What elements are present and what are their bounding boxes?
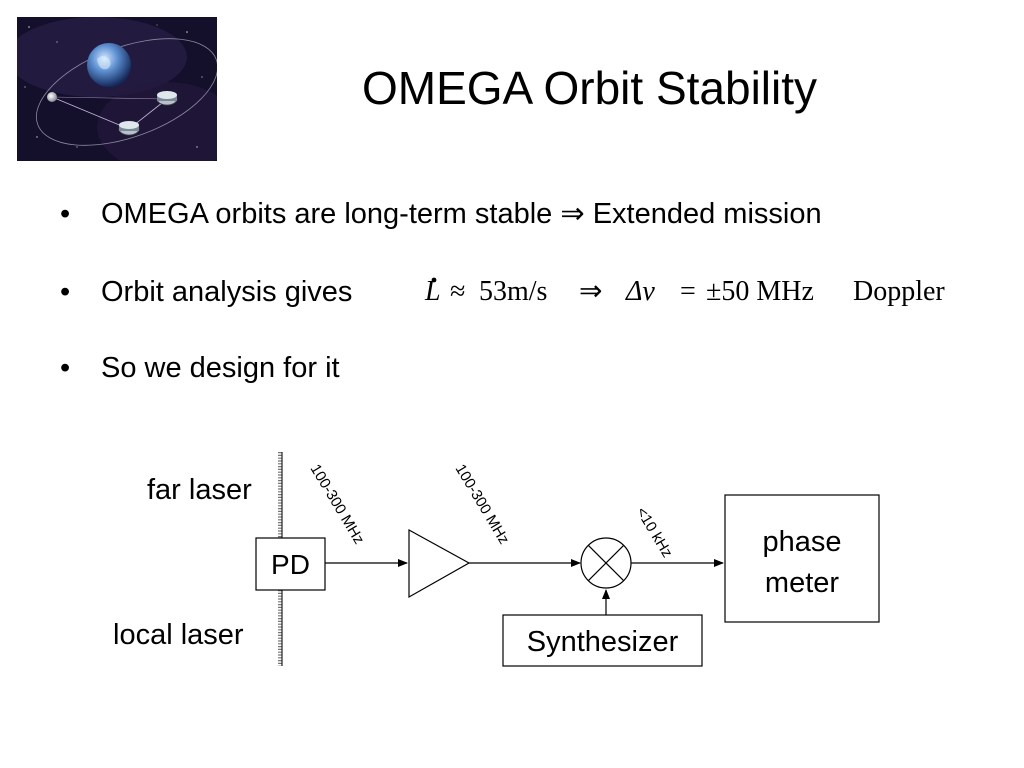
bullet-text: Orbit analysis gives xyxy=(101,276,353,308)
dot-accent-icon xyxy=(431,277,437,283)
equation-value: 53m/s xyxy=(479,276,548,307)
equation-range: ±50 MHz xyxy=(706,276,814,307)
synthesizer-box xyxy=(502,614,703,667)
phase-meter-label-line1: phase xyxy=(762,526,841,558)
bullet-marker: • xyxy=(60,276,71,308)
equation-suffix: Doppler xyxy=(853,276,945,307)
bullet-text: So we design for it xyxy=(101,352,340,384)
phase-meter-label-line2: meter xyxy=(765,567,839,599)
far-laser-label: far laser xyxy=(147,474,252,506)
slide-title: OMEGA Orbit Stability xyxy=(362,62,818,114)
freq-label-pd-output: 100-300 MHz xyxy=(307,461,368,547)
photodetector-box xyxy=(255,537,326,591)
far-laser-beam xyxy=(278,452,283,538)
equation-implies: ⇒ xyxy=(579,276,603,307)
bullet-text: OMEGA orbits are long-term stable ⇒ Exte… xyxy=(101,198,822,230)
phase-meter-box xyxy=(724,494,880,623)
equation-relation: ≈ xyxy=(450,276,466,307)
freq-label-mixer-output: <10 kHz xyxy=(633,504,676,560)
freq-label-amp-output: 100-300 MHz xyxy=(452,461,513,547)
bullet-marker: • xyxy=(60,352,71,384)
local-laser-beam xyxy=(278,590,283,666)
equation-equals: = xyxy=(680,276,696,307)
mixer-symbol xyxy=(580,537,632,589)
space-orbit-image xyxy=(17,17,217,161)
equation-delta-nu: Δν xyxy=(626,276,655,307)
pd-label: PD xyxy=(271,549,310,580)
bullet-marker: • xyxy=(60,198,71,230)
amplifier-symbol xyxy=(408,528,471,599)
equation-lhs: L xyxy=(425,276,441,307)
local-laser-label: local laser xyxy=(113,619,244,651)
synthesizer-label: Synthesizer xyxy=(527,626,679,658)
